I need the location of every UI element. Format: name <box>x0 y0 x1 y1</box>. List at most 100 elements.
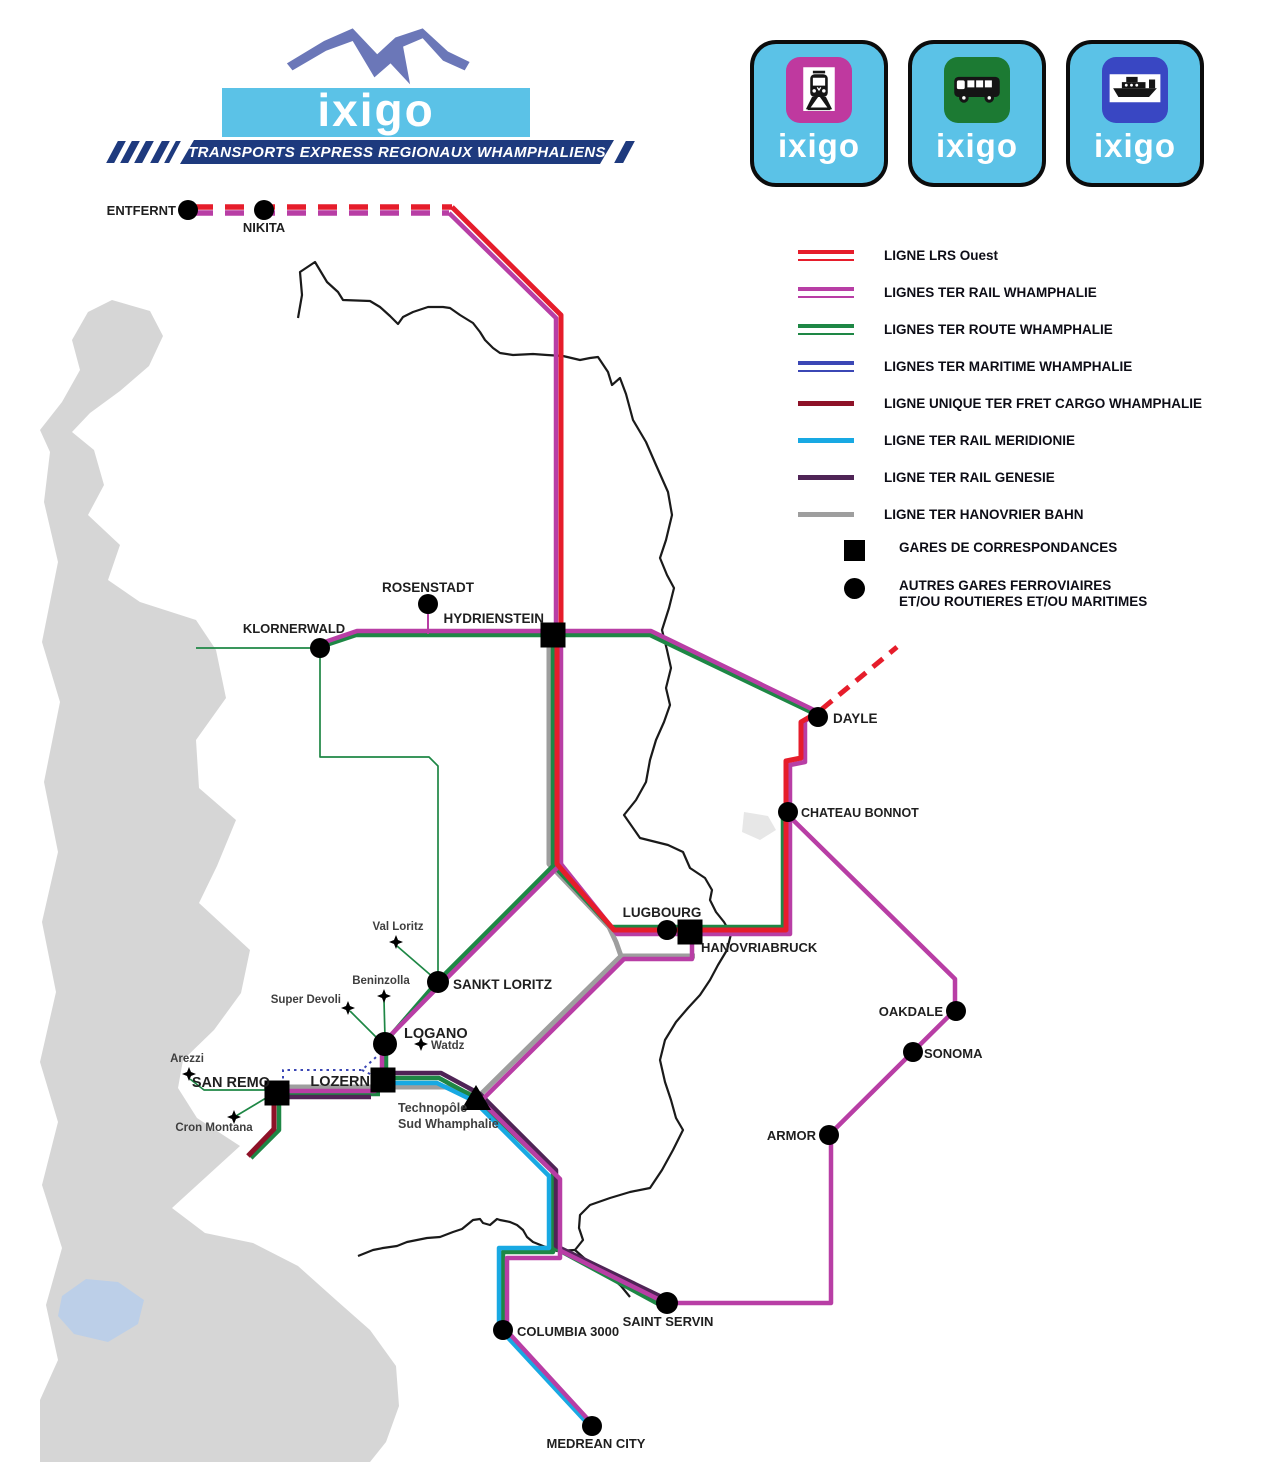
route-rail-whamphalie-saintservin <box>558 1247 667 1306</box>
station-lozern <box>370 1067 396 1093</box>
legend-line-label: LIGNE TER HANOVRIER BAHN <box>884 506 1084 522</box>
route-lrs-ouest-main <box>450 205 815 933</box>
legend-line-swatch <box>798 474 854 480</box>
station-val-loritz <box>389 935 403 949</box>
route-rail-whamphalie-lugbourg-dayle <box>559 712 818 937</box>
legend-line-swatch <box>798 400 854 406</box>
mountain-zigzag-icon <box>286 28 470 85</box>
station-label-sonoma: SONOMA <box>924 1046 983 1061</box>
legend-line-swatch <box>798 437 854 443</box>
station-label-armor: ARMOR <box>767 1128 817 1143</box>
routes-layer <box>189 204 958 1430</box>
brand-logo-box: ixigo <box>222 83 530 137</box>
station-circle-marker <box>427 971 449 993</box>
station-technop-le-sud-whamphalie <box>461 1085 491 1110</box>
station-beninzolla <box>377 989 391 1003</box>
halt-diamond-marker <box>389 935 403 949</box>
station-label-chateau-bonnot: CHATEAU BONNOT <box>801 806 919 820</box>
legend-line-item: LIGNE TER HANOVRIER BAHN <box>798 503 1258 525</box>
station-klornerwald <box>310 638 330 658</box>
badge-ship: ixigo <box>1066 40 1204 187</box>
route-ter-route-klornerwald-sanktloritz <box>319 652 439 974</box>
station-label-saint-servin: SAINT SERVIN <box>623 1314 714 1329</box>
station-label-super-devoli: Super Devoli <box>271 994 341 1006</box>
station-label-entfernt: ENTFERNT <box>107 203 176 218</box>
interchange-square-marker <box>264 1080 290 1106</box>
legend-line-swatch <box>798 360 854 372</box>
station-circle-marker <box>493 1320 513 1340</box>
legend-line-item: LIGNE TER RAIL MERIDIONIE <box>798 429 1258 451</box>
route-ter-route-arezzi-spur <box>189 1078 266 1091</box>
halt-diamond-marker <box>182 1067 196 1081</box>
station-label-hydrienstein: HYDRIENSTEIN <box>443 611 544 626</box>
station-logano <box>373 1032 397 1056</box>
station-label-sankt-loritz: SANKT LORITZ <box>453 977 552 992</box>
legend-line-label: LIGNES TER RAIL WHAMPHALIE <box>884 284 1097 300</box>
interchange-square-marker <box>370 1067 396 1093</box>
legend-line-label: LIGNE TER RAIL MERIDIONIE <box>884 432 1076 448</box>
ship-icon <box>1102 57 1168 123</box>
lake <box>58 1279 144 1342</box>
station-medrean-city <box>582 1416 602 1436</box>
route-maritime-dotted-sanremo-logano <box>282 1046 388 1085</box>
station-chateau-bonnot <box>778 802 798 822</box>
route-genesie-lozern-saintservin <box>380 1070 667 1302</box>
station-label-hanovriabruck: HANOVRIABRUCK <box>701 940 818 955</box>
station-label-klornerwald: KLORNERWALD <box>243 621 345 636</box>
station-nikita <box>254 200 274 220</box>
station-circle-marker <box>373 1032 397 1056</box>
station-hanovriabruck <box>677 919 703 945</box>
station-label-dayle: DAYLE <box>833 711 878 726</box>
station-circle-marker <box>310 638 330 658</box>
station-label-rosenstadt: ROSENSTADT <box>382 580 475 595</box>
interchange-square-marker <box>540 622 566 648</box>
legend-line-label: LIGNES TER MARITIME WHAMPHALIE <box>884 358 1133 374</box>
legend-line-label: LIGNES TER ROUTE WHAMPHALIE <box>884 321 1113 337</box>
hub-triangle-marker <box>461 1085 491 1110</box>
station-hydrienstein <box>540 622 566 648</box>
legend-line-item: LIGNES TER ROUTE WHAMPHALIE <box>798 318 1258 340</box>
station-label-arezzi: Arezzi <box>170 1053 204 1065</box>
station-label-lugbourg: LUGBOURG <box>623 905 702 920</box>
interchange-square-marker <box>677 919 703 945</box>
legend-marker-item: GARES DE CORRESPONDANCES <box>798 540 1258 561</box>
station-label-watdz: Watdz <box>431 1040 465 1052</box>
legend-line-swatch <box>798 286 854 298</box>
route-fret-cargo-sanremo <box>246 1103 277 1158</box>
halt-diamond-marker <box>377 989 391 1003</box>
brand-logo-block: ixigo TRANSPORTS EXPRESS REGIONAUX WHAMP… <box>106 18 635 168</box>
station-circle-marker <box>656 1292 678 1314</box>
station-label-medrean-city: MEDREAN CITY <box>547 1436 646 1451</box>
station-circle-marker <box>903 1042 923 1062</box>
station-circle-marker <box>946 1001 966 1021</box>
banner-bar: TRANSPORTS EXPRESS REGIONAUX WHAMPHALIEN… <box>180 140 614 164</box>
station-columbia-3000 <box>493 1320 513 1340</box>
legend-marker-label: GARES DE CORRESPONDANCES <box>899 540 1118 555</box>
legend-line-item: LIGNE LRS Ouest <box>798 244 1258 266</box>
station-label-lozern: LOZERN <box>310 1074 370 1090</box>
border-north-east <box>296 260 733 1298</box>
legend-line-swatch <box>798 249 854 261</box>
station-circle-marker <box>819 1125 839 1145</box>
route-rail-whamphalie-klornerwald-dayle <box>321 628 817 714</box>
badge-label: ixigo <box>935 127 1018 164</box>
route-lrs-ouest-dayle-dashed <box>820 645 899 711</box>
station-sankt-loritz <box>427 971 449 993</box>
station-label-columbia-3000: COLUMBIA 3000 <box>517 1324 619 1339</box>
station-super-devoli <box>341 1001 355 1015</box>
legend-line-item: LIGNE UNIQUE TER FRET CARGO WHAMPHALIE <box>798 392 1258 414</box>
badge-bus: ixigo <box>908 40 1046 187</box>
bus-icon <box>944 57 1010 123</box>
station-label-nikita: NIKITA <box>243 220 286 235</box>
legend-line-label: LIGNE LRS Ouest <box>884 247 999 263</box>
stations-layer <box>178 200 966 1436</box>
station-circle-marker <box>808 707 828 727</box>
station-arezzi <box>182 1067 196 1081</box>
brand-name: ixigo <box>317 83 435 136</box>
legend-line-item: LIGNE TER RAIL GENESIE <box>798 466 1258 488</box>
route-ter-route-lozern-columbia-medrean <box>380 1075 594 1430</box>
station-saint-servin <box>656 1292 678 1314</box>
